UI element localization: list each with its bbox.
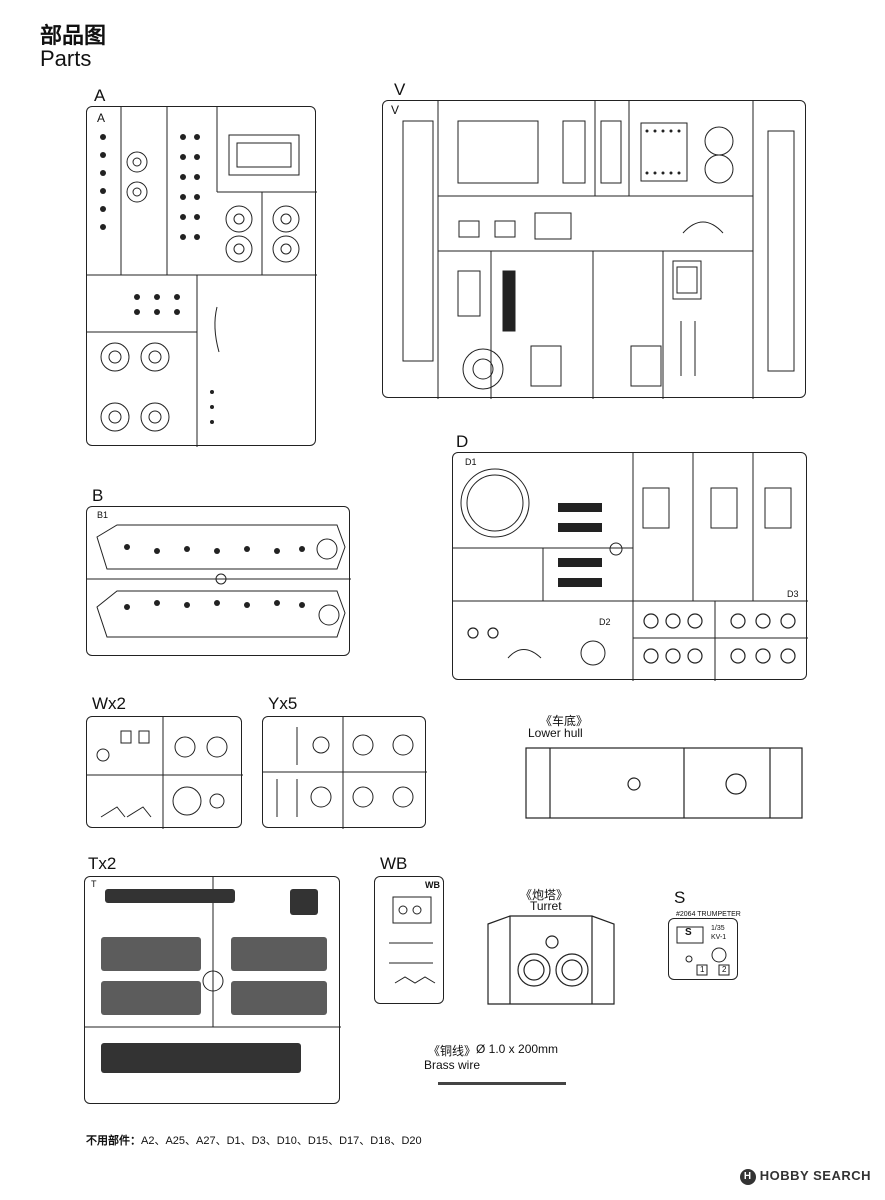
brass-wire-label-en: Brass wire [424,1058,481,1072]
unused-parts-label: 不用部件： [86,1135,141,1147]
sprue-v-tag: V [391,103,400,117]
unused-parts-list: A2、A25、A27、D1、D3、D10、D15、D17、D18、D20 [141,1135,422,1147]
unused-parts-note: 不用部件：A2、A25、A27、D1、D3、D10、D15、D17、D18、D2… [86,1132,422,1148]
turret-drawing [487,915,615,1005]
brass-wire-label-cn: 《铜线》 [428,1044,477,1058]
sprue-b-label: B [92,486,104,505]
watermark-text: HOBBY SEARCH [759,1168,871,1183]
sprue-a: A [86,106,317,447]
sprue-s-plate: #2064 TRUMPETER [676,911,741,918]
sprue-y-label: Yx5 [268,694,298,713]
sprue-s-num-2: 2 [722,965,727,974]
brass-wire-spec: Ø 1.0 x 200mm [476,1042,559,1056]
sprue-d3-tag: D3 [787,589,799,599]
sprue-w [86,716,243,829]
sprue-wb-tag: WB [425,880,440,890]
sprue-b-parts [87,524,351,638]
page-title-cn: 部品图 [40,23,107,48]
sprue-a-tag: A [97,111,106,125]
lower-hull-label-en: Lower hull [528,726,583,740]
sprue-v-parts [402,101,795,399]
sprue-t-label: Tx2 [88,854,117,873]
sprue-a-label: A [94,86,106,105]
sprue-w-label: Wx2 [92,694,126,713]
sprue-d2-tag: D2 [599,617,611,627]
sprue-wb: WB [374,876,444,1004]
sprue-y [262,716,427,829]
sprue-t: T [84,876,341,1104]
brass-wire-line [438,1082,566,1085]
sprue-t-tag: T [91,879,97,889]
sprue-s-model: KV-1 [711,934,727,941]
sprue-d-label: D [456,432,469,451]
page-title-en: Parts [40,46,92,71]
sprue-s-num-1: 1 [700,965,705,974]
sprue-w-parts [87,717,243,829]
turret-label-cn: 《炮塔》 [520,888,569,902]
lower-hull-label-cn: 《车底》 [540,714,589,728]
sprue-s-scale: 1/35 [711,925,725,932]
sprue-b1-tag: B1 [97,510,109,520]
sprue-wb-label: WB [380,854,408,873]
sprue-s-parts [676,926,730,976]
sprue-d: D1 D2 D3 [452,452,808,681]
sprue-v-label: V [394,80,406,99]
sprue-y-parts [263,717,427,829]
sprue-a-parts [87,107,317,447]
sprue-wb-parts [389,896,436,984]
sprue-s-tag: S [685,927,692,938]
sprue-d1-tag: D1 [465,457,477,467]
sprue-s-label: S [674,888,686,907]
turret-label-en: Turret [530,899,562,913]
hobby-search-logo-icon: H [739,1168,756,1185]
sprue-v: V [382,100,806,399]
sprue-s: S 1/35 KV-1 1 2 [668,918,738,980]
sprue-b: B1 [86,506,351,656]
lower-hull-drawing [525,747,803,819]
sprue-t-parts [85,877,341,1073]
sprue-d-parts [453,453,808,681]
